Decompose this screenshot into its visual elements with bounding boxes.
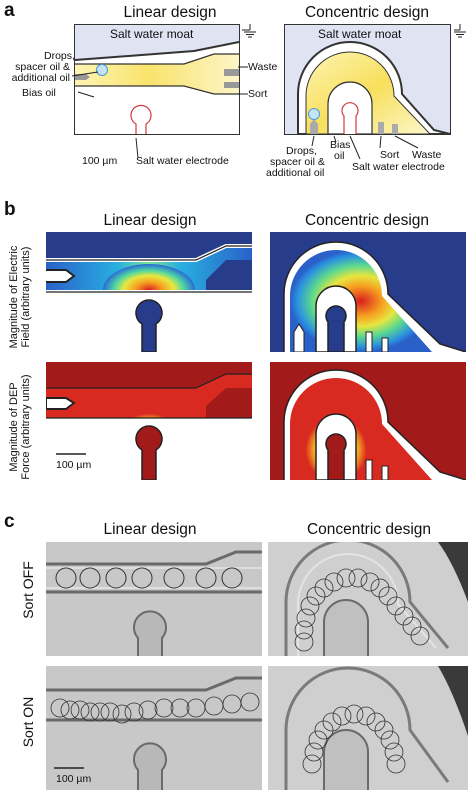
drops-label-l2: spacer oil & [15,61,70,73]
field-row-label-l1: Magnitude of Electric [8,245,20,349]
panel-a-linear-title: Linear design [123,4,217,21]
c-sort-label: Sort [380,149,400,161]
waste-label: Waste [248,61,278,73]
c-waste-label: Waste [412,149,442,161]
linear-force-map [46,362,252,480]
panel-c-concentric-title: Concentric design [306,521,432,538]
sort-label: Sort [248,88,268,100]
concentric-field-map [270,232,466,352]
panel-b-linear-title: Linear design [103,212,197,229]
bias-oil-label: Bias oil [22,87,56,99]
drops-label-l1: Drops, [44,50,75,62]
force-row-label: Magnitude of DEP Force (arbitrary units) [8,367,32,487]
micrograph-concentric-on [268,666,468,790]
linear-arrows [71,66,248,159]
c-electrode-label: Salt water electrode [352,161,445,173]
panel-label-c: c [4,511,15,532]
force-row-label-l1: Magnitude of DEP [8,382,20,472]
panel-c-linear-title: Linear design [103,521,197,538]
concentric-force-map [270,362,466,480]
panel-label-a: a [4,0,15,21]
concentric-schematic [284,24,466,159]
c-bias-oil-l2: oil [334,150,345,162]
c-drops-label-l1: Drops, [286,145,317,157]
micrograph-linear-on [46,666,262,790]
micrograph-linear-off [46,542,262,656]
panel-a-concentric-title: Concentric design [304,4,430,21]
linear-field-map [46,232,252,352]
salt-moat-label: Salt water moat [110,27,194,41]
sort-off-label: Sort OFF [20,561,36,619]
linear-schematic [74,24,256,135]
c-drops-label-l3: additional oil [266,167,325,179]
drops-label-l3: additional oil [11,72,70,84]
force-row-label-l2: Force (arbitrary units) [20,374,32,480]
c-salt-moat-label: Salt water moat [318,27,402,41]
scale-label-b: 100 µm [56,459,92,471]
field-row-label: Magnitude of Electric Field (arbitrary u… [8,237,32,357]
sort-on-label: Sort ON [20,696,36,748]
panel-label-b: b [4,199,16,220]
electrode-label: Salt water electrode [136,155,229,167]
c-bias-oil-l1: Bias [330,139,351,151]
scale-label-a: 100 µm [82,155,118,167]
field-row-label-l2: Field (arbitrary units) [20,246,32,348]
c-drops-label-l2: spacer oil & [270,156,325,168]
scale-label-c: 100 µm [56,773,92,785]
micrograph-concentric-off [268,542,468,656]
panel-b-concentric-title: Concentric design [304,212,430,229]
